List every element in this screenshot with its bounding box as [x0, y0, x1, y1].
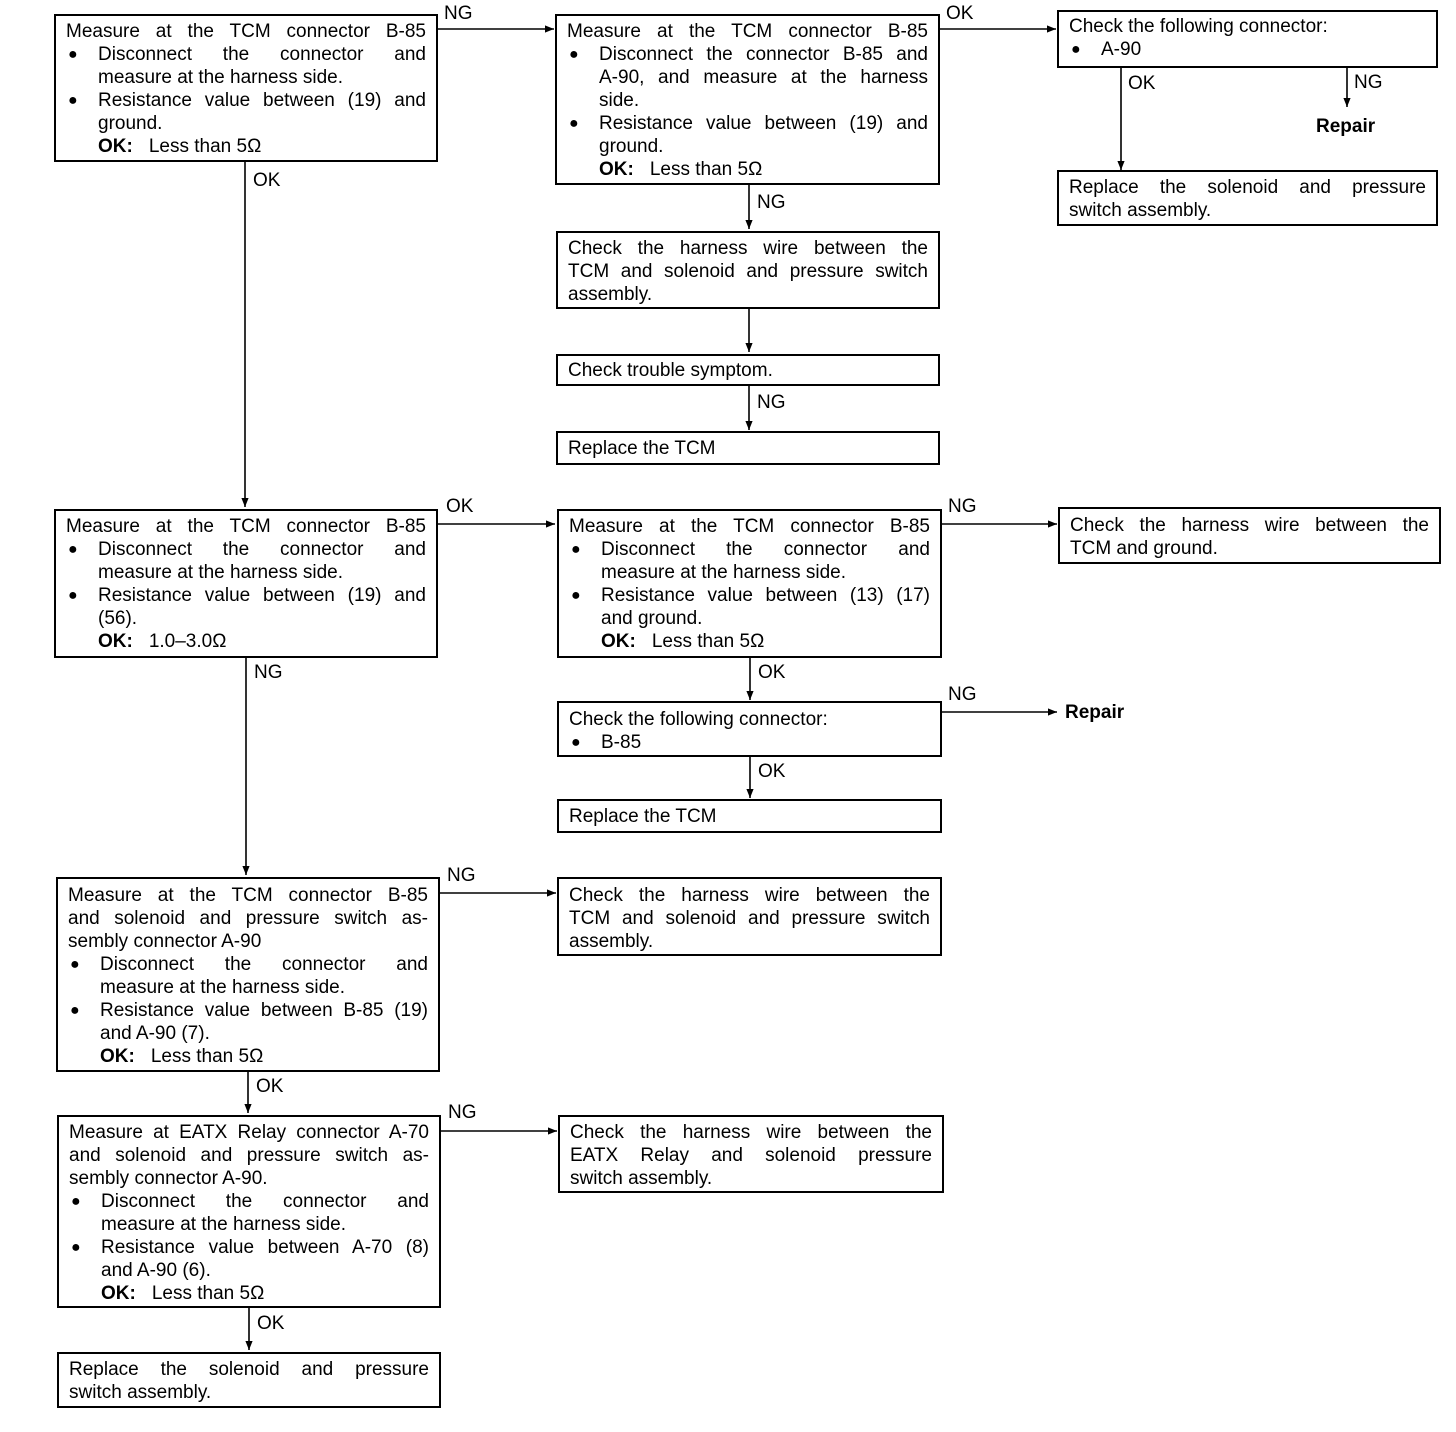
step-box-check-connector-a90: Check the following connector: A-90	[1057, 10, 1438, 68]
step-title: Measure at the TCM connector B-85	[68, 885, 428, 906]
label-ng: NG	[254, 662, 283, 683]
label-ng: NG	[948, 684, 977, 705]
step-title: Measure at the TCM connector B-85	[66, 516, 426, 537]
label-ok: OK	[256, 1076, 284, 1097]
bullet-item: Resistance value between (13) (17) and g…	[569, 584, 930, 630]
step-box-replace-solenoid: Replace the solenoid and pressure switch…	[1057, 170, 1438, 226]
bullet-item: Disconnect the connector and measure at …	[66, 538, 426, 584]
repair-label: Repair	[1065, 702, 1125, 723]
step-box-check-trouble-symptom: Check trouble symptom.	[556, 354, 940, 386]
label-ok: OK	[253, 170, 281, 191]
bullet-item: B-85	[569, 731, 930, 754]
bullet-item: Resistance value between (19) and ground…	[567, 112, 928, 158]
ok-criterion: OK:Less than 5Ω	[599, 159, 763, 180]
bullet-item: Resistance value between (19) and ground…	[66, 89, 426, 135]
step-box-measure-a70-a90: Measure at EATX Relay connector A-70 and…	[57, 1115, 441, 1308]
ok-criterion: OK:Less than 5Ω	[98, 136, 262, 157]
label-ok: OK	[257, 1313, 285, 1334]
bullet-item: Disconnect the connector and measure at …	[69, 1190, 429, 1236]
step-box-measure-b85-ground-13-17: Measure at the TCM connector B-85 Discon…	[557, 509, 942, 658]
step-box-check-harness-solenoid: Check the harness wire between the TCM a…	[557, 877, 942, 956]
ok-criterion: OK:Less than 5Ω	[100, 1046, 264, 1067]
label-ok: OK	[446, 496, 474, 517]
bullet-item: Resistance value between (19) and (56).	[66, 584, 426, 630]
step-title: Check the following connector:	[1069, 16, 1328, 37]
bullet-item: Resistance value between A-70 (8) and A-…	[69, 1236, 429, 1282]
step-box-measure-b85-a90-7: Measure at the TCM connector B-85 and so…	[56, 877, 440, 1072]
step-title: Measure at the TCM connector B-85	[567, 21, 928, 42]
label-ng: NG	[448, 1102, 477, 1123]
label-ok: OK	[946, 3, 974, 24]
step-box-check-harness-solenoid: Check the harness wire between the TCM a…	[556, 231, 940, 309]
label-ok: OK	[758, 761, 786, 782]
step-box-measure-b85-ground: Measure at the TCM connector B-85 Discon…	[54, 14, 438, 162]
bullet-item: Resistance value between B-85 (19) and A…	[68, 999, 428, 1045]
repair-label: Repair	[1316, 116, 1376, 137]
label-ok: OK	[758, 662, 786, 683]
bullet-item: Disconnect the connector and measure at …	[66, 43, 426, 89]
step-title: Measure at the TCM connector B-85	[569, 516, 930, 537]
label-ng: NG	[757, 392, 786, 413]
label-ng: NG	[447, 865, 476, 886]
label-ng: NG	[444, 3, 473, 24]
step-box-replace-tcm: Replace the TCM	[557, 799, 942, 833]
step-box-replace-solenoid: Replace the solenoid and pressure switch…	[57, 1352, 441, 1408]
step-title: Measure at the TCM connector B-85	[66, 21, 426, 42]
step-title: Measure at EATX Relay connector A-70	[69, 1122, 429, 1143]
step-box-measure-b85-a90: Measure at the TCM connector B-85 Discon…	[555, 14, 940, 185]
ok-criterion: OK:Less than 5Ω	[601, 631, 765, 652]
step-box-replace-tcm: Replace the TCM	[556, 431, 940, 465]
bullet-item: Disconnect the connector B-85 and A-90, …	[567, 43, 928, 112]
step-box-check-harness-eatx: Check the harness wire between the EATX …	[558, 1115, 944, 1193]
label-ng: NG	[757, 192, 786, 213]
step-box-check-harness-ground: Check the harness wire between the TCM a…	[1058, 507, 1441, 564]
label-ok: OK	[1128, 73, 1156, 94]
label-ng: NG	[1354, 72, 1383, 93]
ok-criterion: OK:Less than 5Ω	[101, 1283, 265, 1304]
bullet-item: Disconnect the connector and measure at …	[68, 953, 428, 999]
bullet-item: Disconnect the connector and measure at …	[569, 538, 930, 584]
step-box-check-connector-b85: Check the following connector: B-85	[557, 701, 942, 757]
step-box-measure-b85-resistance: Measure at the TCM connector B-85 Discon…	[54, 509, 438, 658]
label-ng: NG	[948, 496, 977, 517]
bullet-item: A-90	[1069, 38, 1426, 61]
step-title: Check the following connector:	[569, 709, 828, 730]
ok-criterion: OK:1.0–3.0Ω	[98, 631, 227, 652]
